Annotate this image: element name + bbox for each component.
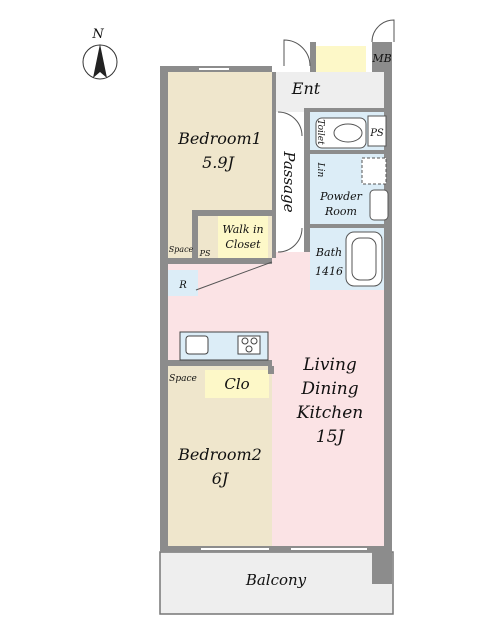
bath-line1: Bath xyxy=(315,246,342,259)
closet-floor xyxy=(205,370,269,398)
burner-icon xyxy=(241,337,249,345)
refrigerator-label: R xyxy=(178,280,187,291)
basin-icon xyxy=(369,189,389,221)
living-floor xyxy=(168,252,384,546)
burner-icon xyxy=(250,337,258,345)
burner-icon xyxy=(245,345,253,353)
pipe-space-label: PS xyxy=(369,128,384,139)
stove-icon xyxy=(237,335,261,355)
north-arrow-icon xyxy=(93,44,107,78)
bedroom1-size: 5.9J xyxy=(202,153,235,172)
entrance-floor xyxy=(272,72,384,112)
toilet-label: Toilet xyxy=(315,119,325,145)
space-top-label: Space xyxy=(169,245,194,254)
bedroom1-name: Bedroom1 xyxy=(177,129,262,148)
entrance-label: Ent xyxy=(291,79,321,98)
walk-in-line2: Closet xyxy=(225,238,261,251)
living-line1: Living xyxy=(302,355,357,375)
powder-line2: Room xyxy=(324,205,357,218)
toilet-bowl-icon xyxy=(333,123,363,143)
doors xyxy=(195,19,395,291)
walls xyxy=(160,42,392,584)
living-size: 15J xyxy=(316,427,346,447)
space-bottom-label: Space xyxy=(169,374,197,384)
balcony-label: Balcony xyxy=(245,571,307,589)
linen-label: Lin xyxy=(315,162,325,178)
compass-label: N xyxy=(91,27,104,42)
meter-box-area xyxy=(316,46,366,72)
living-line3: Kitchen xyxy=(296,403,363,423)
sink-icon xyxy=(185,335,209,355)
bedroom2-size: 6J xyxy=(212,469,230,488)
washer-space xyxy=(361,157,387,185)
windows xyxy=(197,66,369,552)
compass: N xyxy=(82,27,118,80)
powder-line1: Powder xyxy=(319,190,363,203)
passage-label: Passage xyxy=(280,150,298,212)
bath-line2: 1416 xyxy=(315,265,343,278)
meter-box-label: MB xyxy=(371,52,391,65)
walk-in-closet-floor xyxy=(218,216,268,258)
refrigerator-space xyxy=(168,270,198,296)
pipe-space-box xyxy=(367,115,387,147)
closet-label: Clo xyxy=(224,375,249,393)
bathtub-icon xyxy=(345,231,383,287)
pipe-space-small-label: PS xyxy=(199,249,211,258)
bathtub-inner xyxy=(351,237,377,281)
walk-in-line1: Walk in xyxy=(222,223,263,236)
living-line2: Dining xyxy=(300,379,358,399)
bedroom2-name: Bedroom2 xyxy=(177,445,262,464)
